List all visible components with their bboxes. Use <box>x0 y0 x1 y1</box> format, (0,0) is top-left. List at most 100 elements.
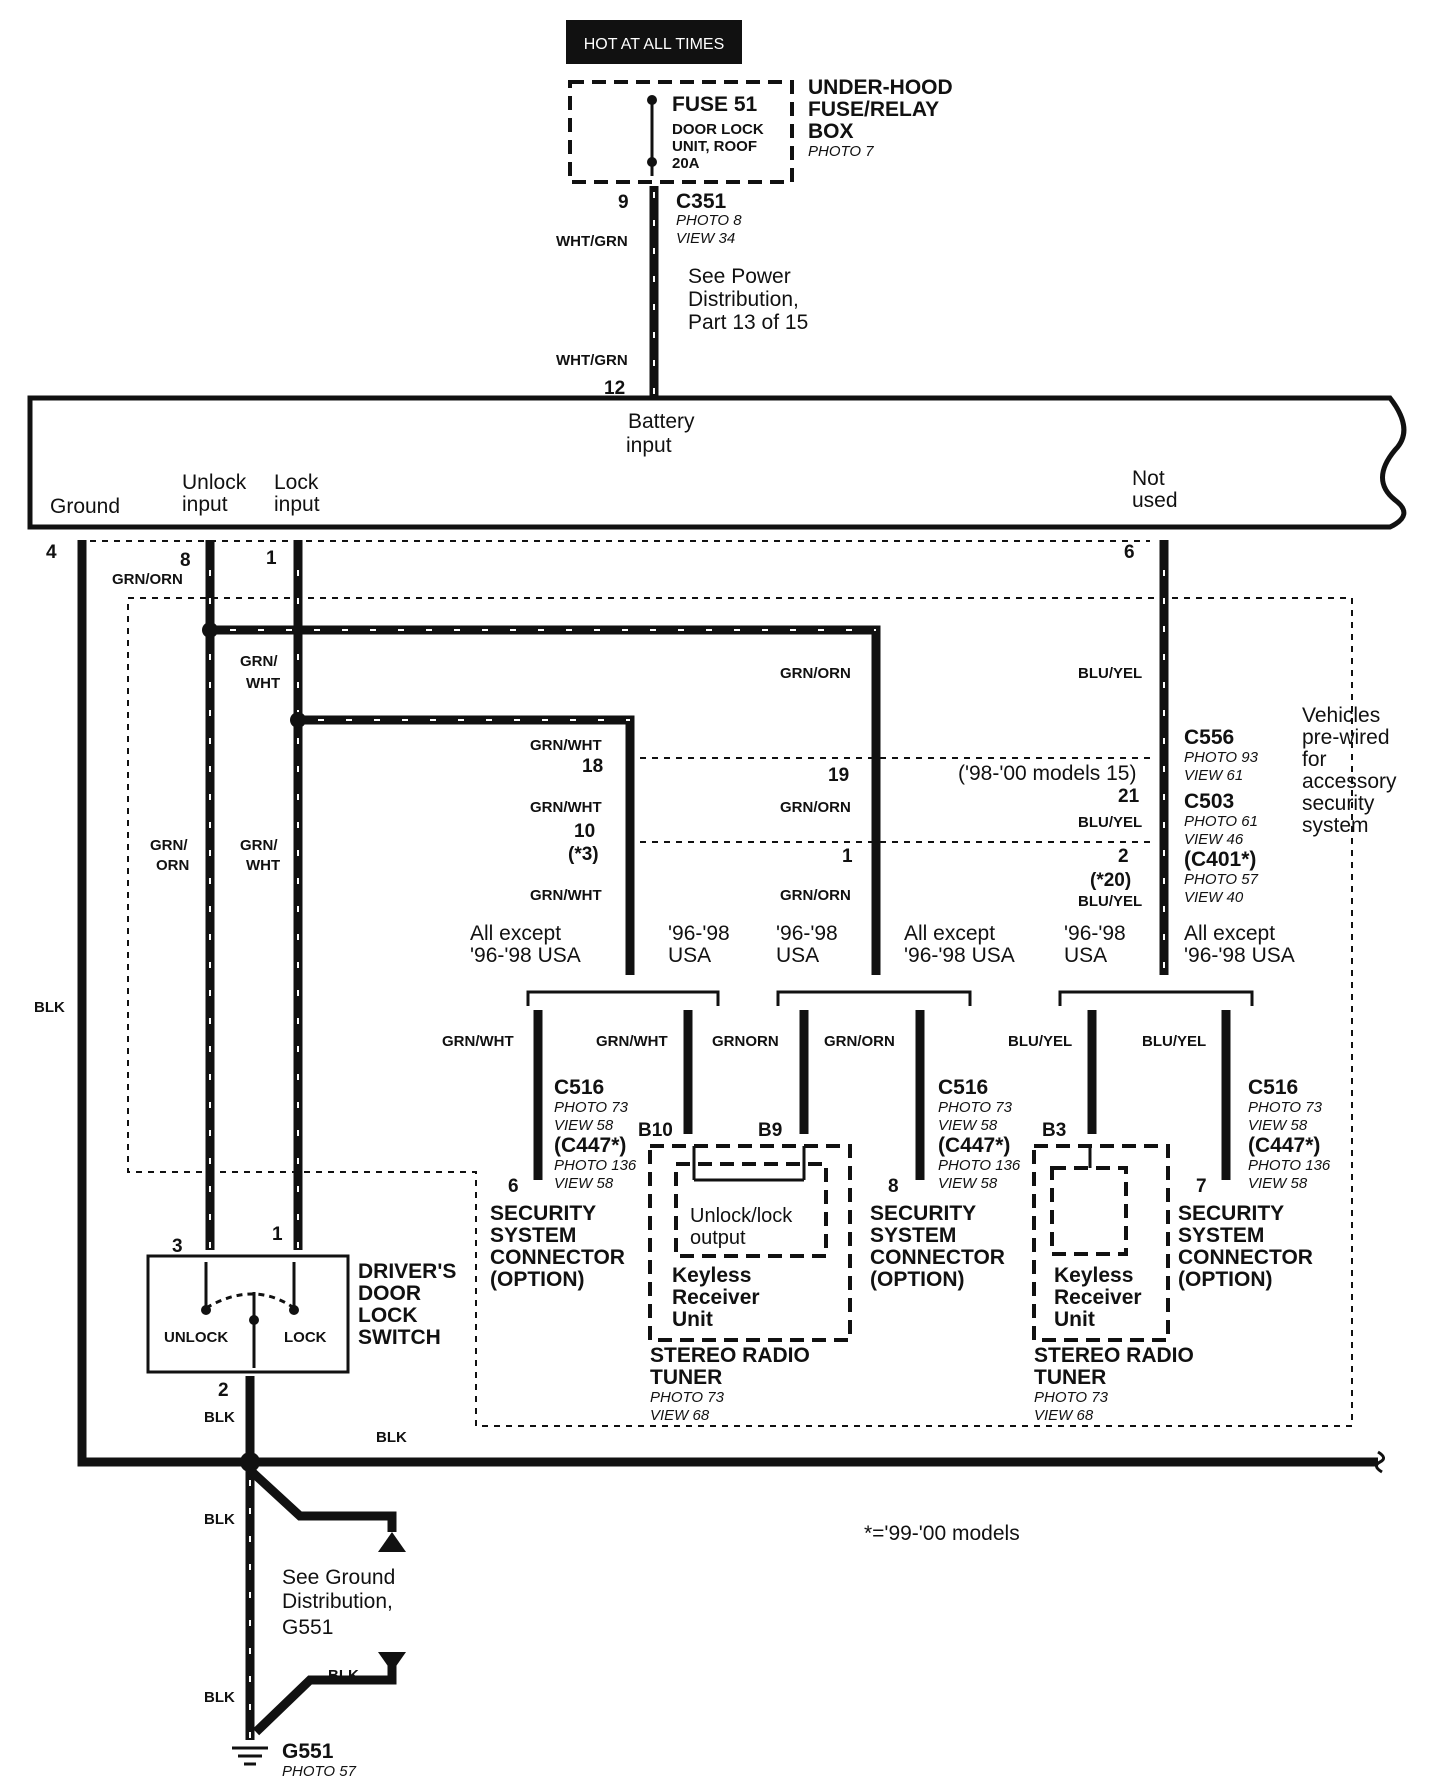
security-1-l1: SECURITY <box>490 1202 596 1225</box>
wire-label-grn-orn-3: GRN/ORN <box>780 665 851 682</box>
security-2-l2: SYSTEM <box>870 1224 956 1247</box>
fuse-box-label-3: BOX <box>808 120 854 143</box>
pin-2: 2 <box>1118 846 1129 867</box>
security-connector-3: SECURITY SYSTEM CONNECTOR (OPTION) <box>1178 1202 1313 1291</box>
control-unit-body <box>27 395 1407 530</box>
switch-label-1: DRIVER'S <box>358 1260 456 1283</box>
c516-name-2: C516 <box>938 1076 988 1099</box>
stereo-radio-tuner-1: Unlock/lock output Keyless Receiver Unit <box>648 1144 852 1342</box>
stereo-2-view: VIEW 68 <box>1034 1407 1094 1424</box>
c516-view-2: VIEW 58 <box>938 1117 998 1134</box>
switch-unlock-label: UNLOCK <box>164 1329 228 1346</box>
c351-view: VIEW 34 <box>676 230 735 247</box>
wire-label-blk-g2: BLK <box>204 1689 235 1706</box>
vehicles-note-2: pre-wired <box>1302 726 1390 749</box>
c516-view-1: VIEW 58 <box>554 1117 614 1134</box>
pin-19: 19 <box>828 765 849 786</box>
wire-label-blk-left: BLK <box>34 999 65 1016</box>
c516-photo-1: PHOTO 73 <box>554 1099 629 1116</box>
c447-name-3: (C447*) <box>1248 1134 1320 1157</box>
lock-input-label-1: Lock <box>274 471 319 494</box>
security-2-l3: CONNECTOR <box>870 1246 1005 1269</box>
c516-photo-2: PHOTO 73 <box>938 1099 1013 1116</box>
wire-blk-ground-bus <box>77 540 1378 1467</box>
c516-name-1: C516 <box>554 1076 604 1099</box>
wire-label-blu-yel-1: BLU/YEL <box>1078 665 1142 682</box>
pin-b10: B10 <box>638 1120 673 1141</box>
not-used-label-1: Not <box>1132 467 1165 490</box>
stereo-2-l2: TUNER <box>1034 1366 1106 1389</box>
stereo-2-photo: PHOTO 73 <box>1034 1389 1109 1406</box>
pin-21: 21 <box>1118 786 1140 807</box>
c556-view: VIEW 61 <box>1184 767 1243 784</box>
lock-input-label-2: input <box>274 493 320 516</box>
c447-view-2: VIEW 58 <box>938 1175 998 1192</box>
c447-view-3: VIEW 58 <box>1248 1175 1308 1192</box>
pin-3-note: (*3) <box>568 844 599 865</box>
hot-label: HOT AT ALL TIMES <box>584 36 725 53</box>
stereo-1-l2: TUNER <box>650 1366 722 1389</box>
keyless-1-l3: Unit <box>672 1308 713 1331</box>
wire-label-wht-grn-1: WHT/GRN <box>556 233 628 250</box>
variant-usa-1b: USA <box>668 944 711 967</box>
c351-photo: PHOTO 8 <box>676 212 742 229</box>
pin-20-note: (*20) <box>1090 870 1131 891</box>
power-note-3: Part 13 of 15 <box>688 311 808 334</box>
wire-label-wht-grn-2: WHT/GRN <box>556 352 628 369</box>
wire-label-drop-2: GRN/WHT <box>596 1033 668 1050</box>
unlock-lock-output-box <box>674 1162 828 1258</box>
c447-name-2: (C447*) <box>938 1134 1010 1157</box>
fork-grn-orn <box>776 990 972 1006</box>
wire-label-grn-wht-3: GRN/WHT <box>530 737 602 754</box>
pin-6b: 6 <box>508 1176 519 1197</box>
ground-note-2: Distribution, <box>282 1590 393 1613</box>
switch-pin-1: 1 <box>272 1224 283 1245</box>
wire-label-grn-orn-1: GRN/ORN <box>112 571 183 588</box>
unlock-input-label-1: Unlock <box>182 471 247 494</box>
c351-name: C351 <box>676 190 727 213</box>
fuse-desc-2: UNIT, ROOF <box>672 138 757 155</box>
keyless-1-l1: Keyless <box>672 1264 751 1287</box>
fuse-desc-1: DOOR LOCK <box>672 121 764 138</box>
pin-1: 1 <box>266 548 277 569</box>
door-lock-switch: UNLOCK LOCK <box>146 1254 350 1374</box>
wire-label-blk-g1: BLK <box>204 1511 235 1528</box>
switch-label-3: LOCK <box>358 1304 418 1327</box>
security-connector-2: SECURITY SYSTEM CONNECTOR (OPTION) <box>870 1202 1005 1291</box>
wire-label-grn-wht-5: GRN/WHT <box>530 887 602 904</box>
c516-name-3: C516 <box>1248 1076 1298 1099</box>
wire-label-blk-bus: BLK <box>376 1429 407 1446</box>
unlock-lock-output-2: output <box>690 1227 746 1249</box>
g551-name: G551 <box>282 1740 334 1763</box>
wire-label-drop-5: BLU/YEL <box>1008 1033 1072 1050</box>
power-note-2: Distribution, <box>688 288 799 311</box>
pin-10: 10 <box>574 821 595 842</box>
stereo-2-l1: STEREO RADIO <box>1034 1344 1194 1367</box>
c447-view-1: VIEW 58 <box>554 1175 614 1192</box>
c447-photo-2: PHOTO 136 <box>938 1157 1021 1174</box>
vehicles-note-5: security <box>1302 792 1375 815</box>
ground-label: Ground <box>50 495 120 518</box>
power-note-1: See Power <box>688 265 791 288</box>
c447-photo-1: PHOTO 136 <box>554 1157 637 1174</box>
pin-b9: B9 <box>758 1120 782 1141</box>
keyless-2-l2: Receiver <box>1054 1286 1142 1309</box>
hot-at-all-times-badge: HOT AT ALL TIMES <box>566 20 742 64</box>
wire-label-grn-orn-5: GRN/ORN <box>780 887 851 904</box>
c516-block-3: C516 PHOTO 73 VIEW 58 (C447*) PHOTO 136 … <box>1248 1076 1331 1192</box>
c556-name: C556 <box>1184 726 1234 749</box>
fork-grn-wht <box>526 990 720 1006</box>
c351-pin: 9 <box>618 192 629 213</box>
variant-all-except-2a: All except <box>904 922 995 945</box>
c503-name: C503 <box>1184 790 1234 813</box>
c503-view: VIEW 46 <box>1184 831 1244 848</box>
ground-note-1: See Ground <box>282 1566 395 1589</box>
c556-photo: PHOTO 93 <box>1184 749 1259 766</box>
keyless-1-l2: Receiver <box>672 1286 760 1309</box>
fuse-box-label-2: FUSE/RELAY <box>808 98 939 121</box>
wire-label-drop-1: GRN/WHT <box>442 1033 514 1050</box>
wire-label-grn-orn-4: GRN/ORN <box>780 799 851 816</box>
fuse-rating: 20A <box>672 155 700 172</box>
variant-usa-2a: '96-'98 <box>776 922 838 945</box>
